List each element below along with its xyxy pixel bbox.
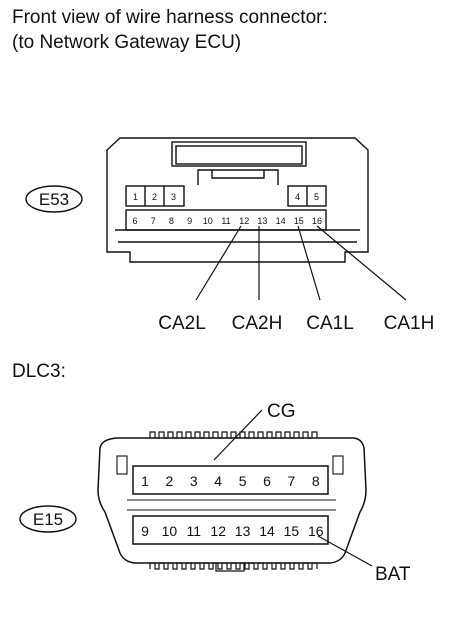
dlc3-pin-3: 3 bbox=[190, 473, 198, 489]
dlc3-pin-7: 7 bbox=[288, 473, 296, 489]
e53-pin-5: 5 bbox=[314, 192, 319, 202]
e53-label-ca2h: CA2H bbox=[232, 313, 283, 334]
dlc3-pin-16: 16 bbox=[308, 523, 324, 539]
diagram-title-line2: (to Network Gateway ECU) bbox=[12, 32, 242, 53]
e53-pin-3: 3 bbox=[171, 192, 176, 202]
e53-pin-7: 7 bbox=[151, 216, 156, 226]
dlc3-pin-6: 6 bbox=[263, 473, 271, 489]
dlc3-label-cg: CG bbox=[267, 401, 296, 422]
dlc3-pin-15: 15 bbox=[284, 523, 300, 539]
dlc3-bottom-pin-row: 9 10 11 12 13 14 15 16 bbox=[141, 523, 324, 539]
dlc3-pin-11: 11 bbox=[187, 523, 202, 539]
e15-code-ellipse bbox=[19, 505, 77, 533]
dlc3-connector bbox=[97, 431, 367, 572]
e53-label-ca1l: CA1L bbox=[306, 313, 354, 334]
e53-pin-10: 10 bbox=[203, 216, 213, 226]
e15-code-label: E15 bbox=[33, 510, 63, 529]
e53-pin-11: 11 bbox=[221, 216, 230, 226]
e53-pin-6: 6 bbox=[132, 216, 137, 226]
dlc3-pin-8: 8 bbox=[312, 473, 320, 489]
dlc3-pin-9: 9 bbox=[141, 523, 149, 539]
dlc3-pin-5: 5 bbox=[239, 473, 247, 489]
e53-top-pin-row: 1 2 3 4 5 bbox=[133, 192, 319, 202]
e53-pin-15: 15 bbox=[294, 216, 304, 226]
e53-pin-16: 16 bbox=[312, 216, 322, 226]
dlc3-pin-14: 14 bbox=[259, 523, 275, 539]
e53-label-ca1h: CA1H bbox=[384, 313, 435, 334]
dlc3-label-bat: BAT bbox=[375, 564, 411, 585]
e53-bottom-pin-row: 6 7 8 9 10 11 12 13 14 15 16 bbox=[132, 216, 322, 226]
dlc3-heading: DLC3: bbox=[12, 361, 66, 382]
dlc3-pin-10: 10 bbox=[162, 523, 178, 539]
e53-pin-8: 8 bbox=[169, 216, 174, 226]
diagram-title-line1: Front view of wire harness connector: bbox=[12, 7, 328, 28]
e53-pin-1: 1 bbox=[133, 192, 138, 202]
e53-connector bbox=[106, 137, 369, 263]
e53-pin-14: 14 bbox=[276, 216, 286, 226]
e53-leader-lines bbox=[195, 225, 407, 301]
e53-pin-4: 4 bbox=[295, 192, 300, 202]
e53-pin-9: 9 bbox=[187, 216, 192, 226]
dlc3-leader-lines bbox=[213, 409, 373, 567]
e53-code-ellipse bbox=[25, 185, 83, 213]
dlc3-pin-1: 1 bbox=[141, 473, 149, 489]
dlc3-pin-13: 13 bbox=[235, 523, 251, 539]
e53-label-ca2l: CA2L bbox=[158, 313, 206, 334]
e53-pin-13: 13 bbox=[257, 216, 267, 226]
e53-pin-12: 12 bbox=[239, 216, 249, 226]
e53-code-label: E53 bbox=[39, 190, 69, 209]
e53-pin-2: 2 bbox=[152, 192, 157, 202]
dlc3-pin-12: 12 bbox=[210, 523, 226, 539]
dlc3-pin-4: 4 bbox=[214, 473, 222, 489]
dlc3-pin-2: 2 bbox=[166, 473, 174, 489]
